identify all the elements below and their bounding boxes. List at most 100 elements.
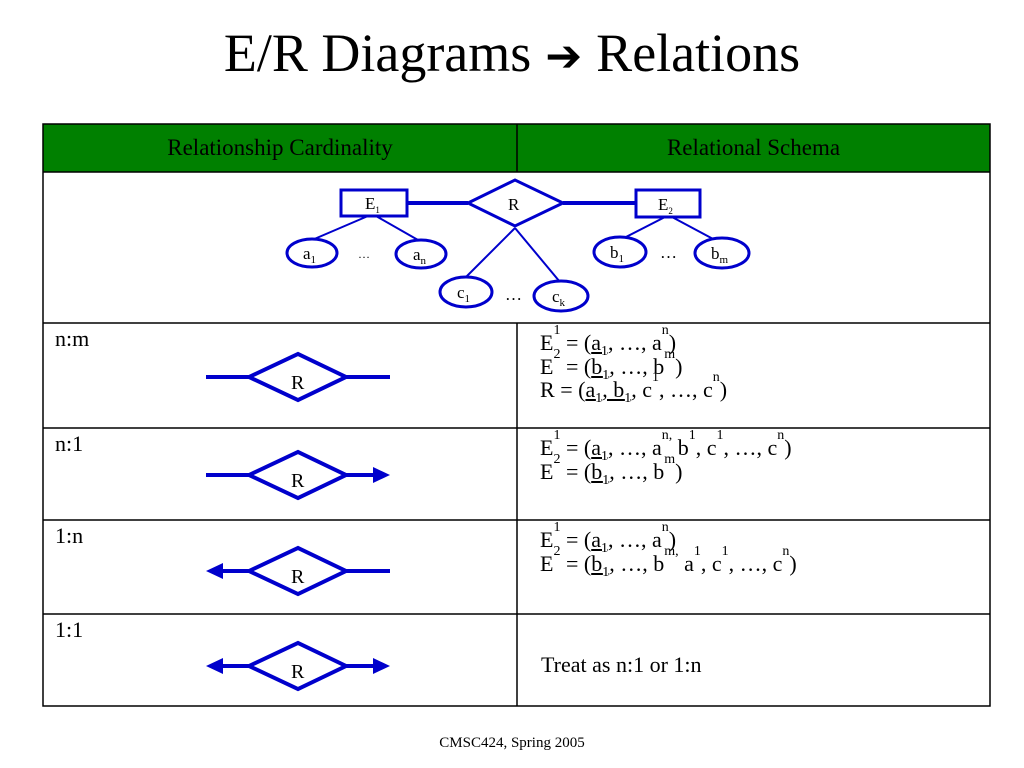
schema-token: 1 <box>553 323 561 338</box>
schema-token: 2 <box>553 346 561 362</box>
e2-b1-edge <box>621 216 666 240</box>
page-title: E/R Diagrams ➔ Relations <box>0 18 1024 92</box>
entity-e1-label: E1 <box>365 194 380 215</box>
schema-token: n <box>777 428 785 443</box>
attribute-bm <box>693 236 751 270</box>
arrowhead-right-icon <box>373 467 390 483</box>
schema-token: b <box>672 435 689 460</box>
schema-token: = <box>554 377 579 402</box>
r-ck-edge <box>514 227 561 283</box>
schema-token: = <box>560 458 584 484</box>
e1-an-edge <box>375 215 419 241</box>
schema-token: , c <box>631 377 652 402</box>
schema-token: E <box>540 330 554 355</box>
schema-token: 1 <box>553 428 561 443</box>
schema-token: ) <box>675 353 683 379</box>
schema-cell-11: Treat as n:1 or 1:n <box>517 614 990 706</box>
header-schema: Relational Schema <box>517 124 990 172</box>
schema-token: = <box>560 527 584 552</box>
right-arrow-icon: ➔ <box>545 31 583 82</box>
schema-token: 1 <box>602 564 610 580</box>
er-diagram-labels: E1 E2 R a1 an b1 bm c1 ck … … … <box>303 194 729 309</box>
relationship-diamond <box>464 178 567 228</box>
schema-token: E <box>540 458 554 484</box>
attr-an-label: an <box>413 245 427 267</box>
schema-token: , …, b <box>609 458 665 484</box>
title-right: Relations <box>596 23 801 83</box>
attr-a1-label: a1 <box>303 244 316 266</box>
arrowhead-left-icon <box>206 563 223 579</box>
schema-token: ) <box>668 527 677 552</box>
schema-token: a <box>591 435 601 460</box>
schema-token: , …, b <box>609 353 665 379</box>
schema-token: a <box>591 527 601 552</box>
schema-token: 1 <box>693 543 701 559</box>
schema-token: 1 <box>600 449 608 464</box>
schema-token: n <box>782 543 790 559</box>
cardinality-cell-n1: n:1 <box>43 428 517 520</box>
diamond-label: R <box>291 470 305 492</box>
schema-token: E <box>540 353 554 379</box>
ellipsis-c: … <box>505 285 522 304</box>
relationship-label: R <box>508 195 520 214</box>
schema-token: a <box>585 377 596 402</box>
cardinality-cell-11: 1:1 <box>43 614 517 706</box>
entity-e2-label: E2 <box>658 195 673 216</box>
schema-token: = <box>560 330 584 355</box>
cardinality-label: 1:1 <box>55 617 84 642</box>
schema-token: , …, c <box>728 550 783 576</box>
schema-token: a <box>591 330 601 355</box>
schema-token: , …, a <box>607 330 662 355</box>
schema-token: 1 <box>716 428 724 443</box>
attribute-b1 <box>592 235 648 269</box>
schema-token: m <box>664 451 676 467</box>
title-left: E/R Diagrams <box>223 23 532 83</box>
cardinality-label: n:1 <box>55 431 84 456</box>
schema-token: ( <box>583 550 592 576</box>
1n-relationship: R <box>206 545 390 597</box>
schema-token: , …, b <box>609 550 665 576</box>
schema-token: n, <box>661 428 673 443</box>
schema-token: ( <box>583 527 592 552</box>
r-c1-edge <box>464 227 516 279</box>
schema-token: , …, a <box>607 527 662 552</box>
schema-token: = <box>560 435 584 460</box>
schema-token: b <box>591 550 603 576</box>
schema-token: 1 <box>595 391 603 406</box>
schema-token: R <box>540 377 555 402</box>
schema-token: ) <box>789 550 797 576</box>
schema-token: 1 <box>624 391 632 406</box>
schema-token: ( <box>583 353 592 379</box>
cardinality-cell-nm: n:m <box>43 323 517 428</box>
attribute-a1 <box>285 237 339 269</box>
arrowhead-right-icon <box>373 658 390 674</box>
schema-token: 1 <box>688 428 696 443</box>
schema-token: = <box>560 550 584 576</box>
attr-bm-label: bm <box>711 244 729 266</box>
schema-token: 1 <box>553 520 561 535</box>
schema-token: , c <box>695 435 717 460</box>
ellipsis-a: … <box>358 247 370 261</box>
treat-note: Treat as n:1 or 1:n <box>541 652 702 677</box>
schema-token: n <box>712 370 720 385</box>
footer: CMSC424, Spring 2005 <box>439 735 585 751</box>
schema-token: n <box>661 323 669 338</box>
schema-token: 1 <box>721 543 729 559</box>
arrowhead-left-icon <box>206 658 223 674</box>
11-relationship: R <box>206 640 390 692</box>
schema-token: 2 <box>553 543 561 559</box>
schema-token: 1 <box>602 367 610 383</box>
schema-token: ( <box>583 435 592 460</box>
cardinality-diagrams: R R R R <box>206 351 390 692</box>
schema-token: ( <box>578 377 586 402</box>
schema-token: , c <box>700 550 722 576</box>
entity-e2 <box>634 188 702 219</box>
attribute-an <box>394 238 448 270</box>
